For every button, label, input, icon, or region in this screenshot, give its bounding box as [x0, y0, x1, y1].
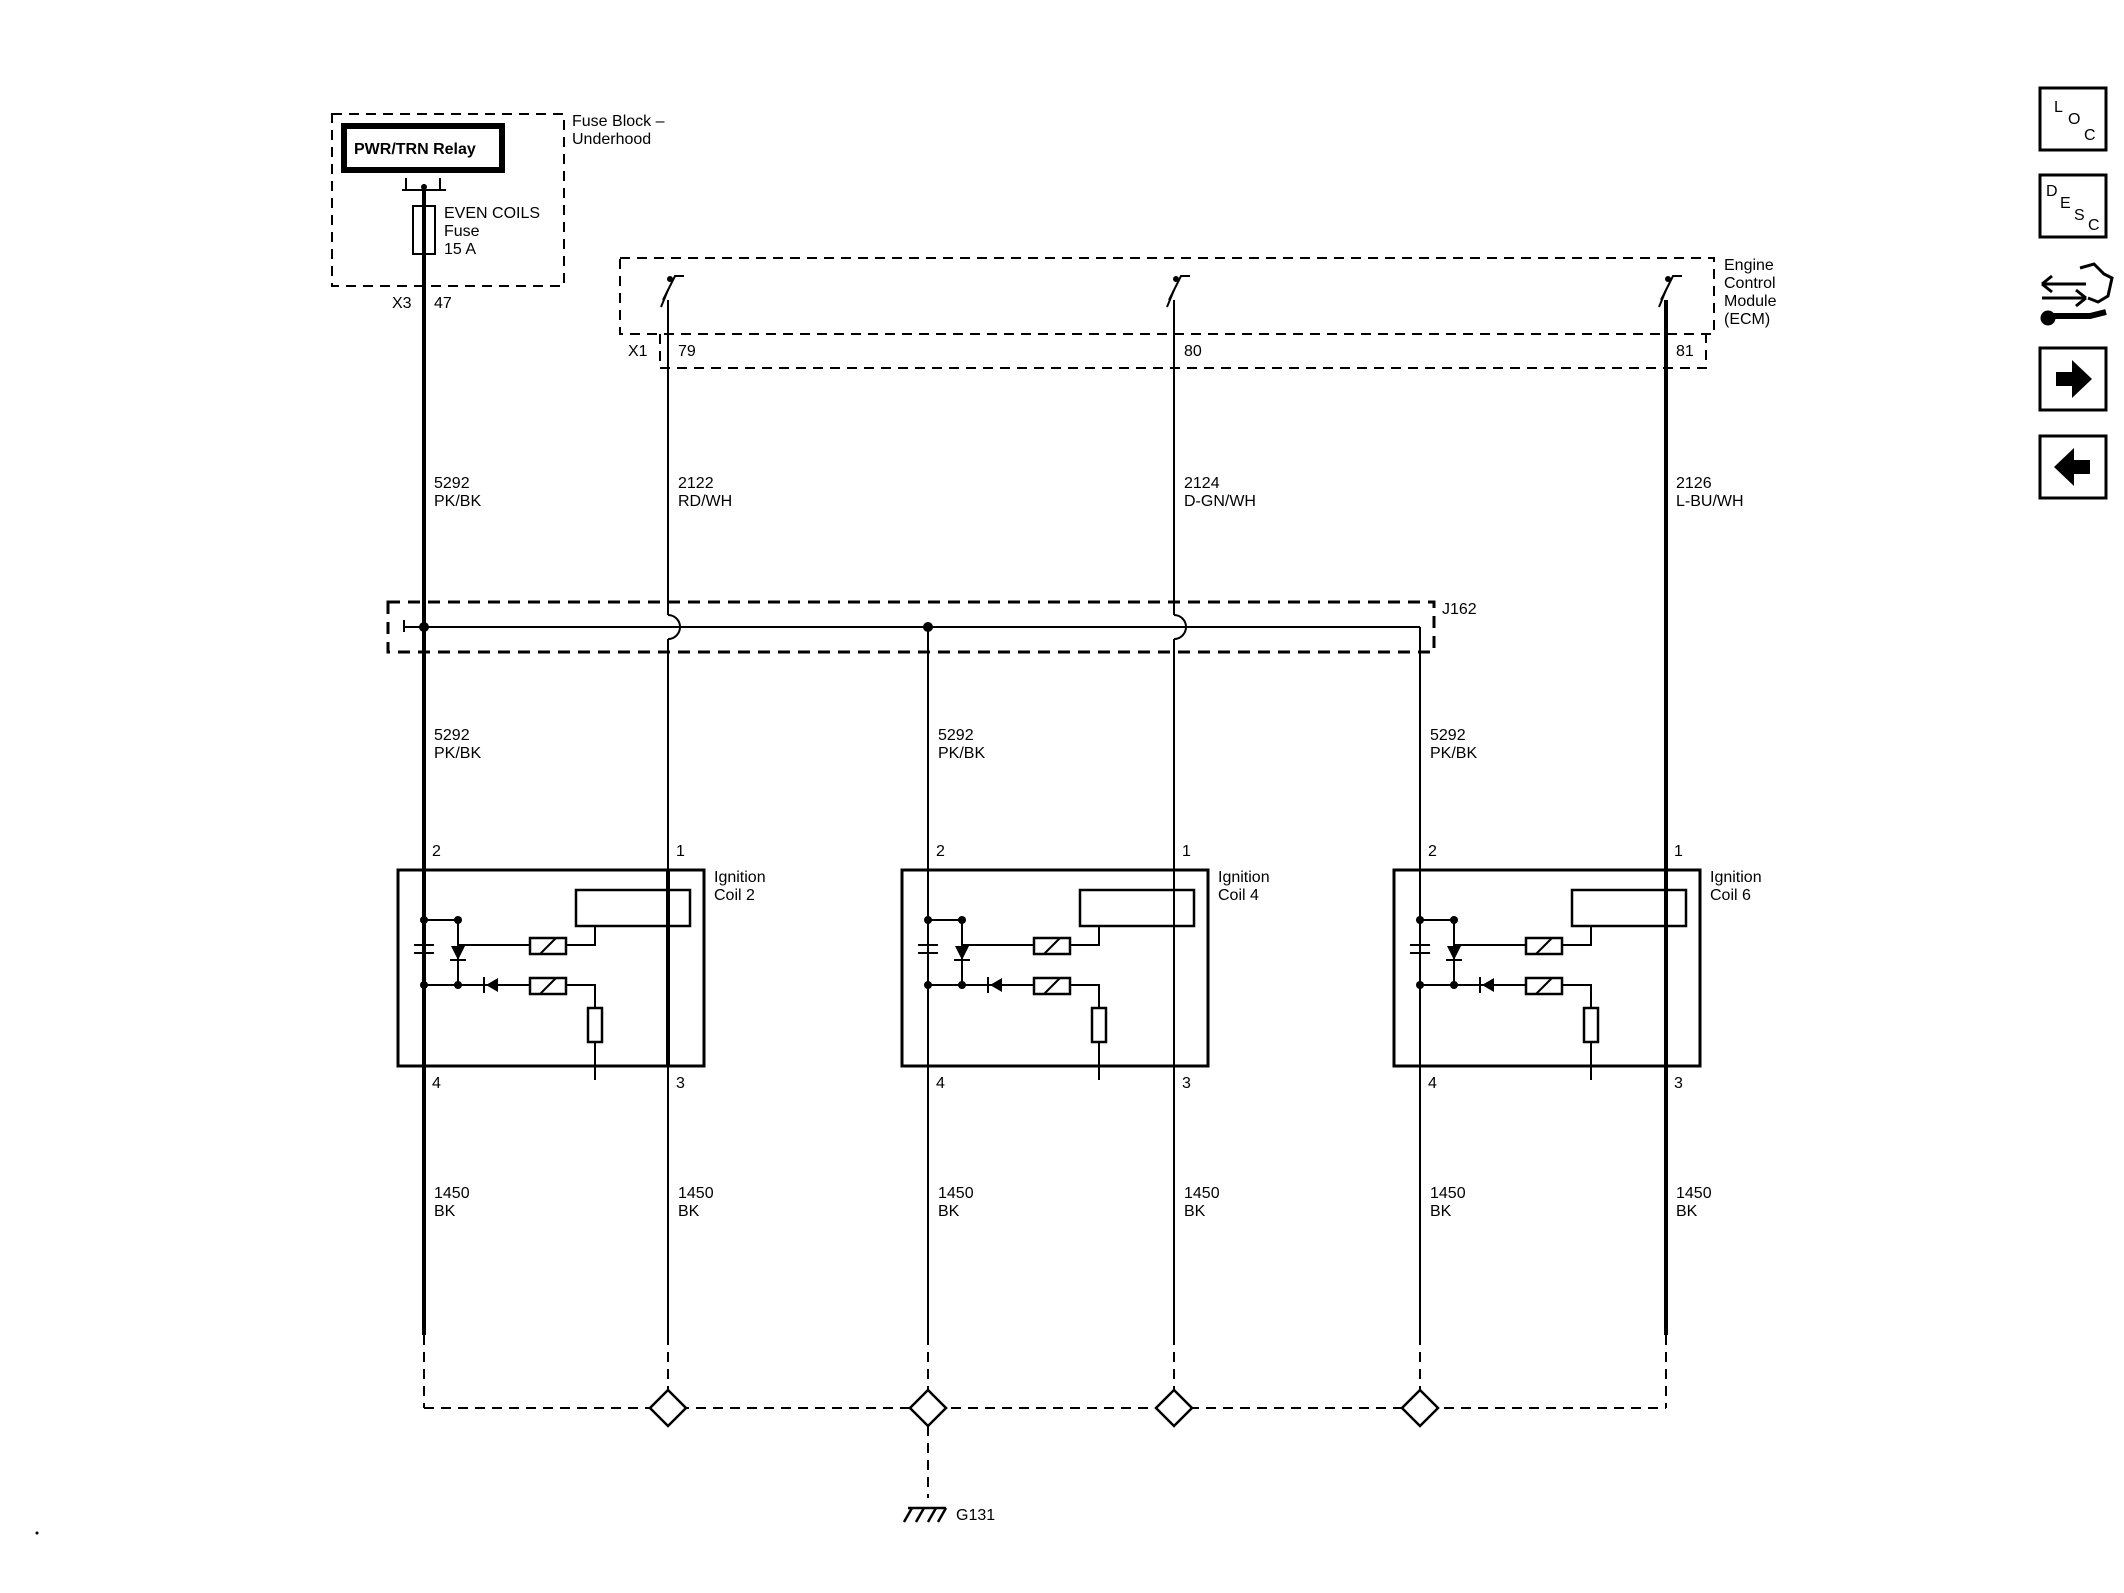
- lower-wire-color: BK: [1184, 1203, 1206, 1220]
- coil-pin: 4: [1428, 1075, 1437, 1092]
- svg-text:E: E: [2060, 195, 2071, 212]
- relay-label: PWR/TRN Relay: [354, 141, 476, 158]
- connector-tool-icon: [2040, 262, 2114, 326]
- lower-wire-circuit: 1450: [434, 1185, 470, 1202]
- lower-wire-circuit: 1450: [1184, 1185, 1220, 1202]
- arrow-right-icon: [2056, 360, 2092, 398]
- fuse-block-title-2: Underhood: [572, 131, 651, 148]
- mid-wire-circuit: 5292: [938, 727, 974, 744]
- wire-2122-color: RD/WH: [678, 493, 732, 510]
- coil-name-2: Coil 6: [1710, 887, 1751, 904]
- ground-label: G131: [956, 1507, 995, 1524]
- coil-name-1: Ignition: [714, 869, 766, 886]
- coil-name-1: Ignition: [1218, 869, 1270, 886]
- coil-pin: 3: [1674, 1075, 1683, 1092]
- mid-wire-labels: 5292 PK/BK 5292 PK/BK 5292 PK/BK: [434, 727, 1477, 762]
- loc-button[interactable]: L O C: [2038, 86, 2108, 152]
- coil-name-1: Ignition: [1710, 869, 1762, 886]
- svg-text:O: O: [2068, 111, 2080, 128]
- svg-text:D: D: [2046, 183, 2058, 200]
- lower-wire-color: BK: [434, 1203, 456, 1220]
- lower-wire-circuit: 1450: [678, 1185, 714, 1202]
- svg-text:C: C: [2088, 217, 2100, 234]
- ground-bus: G131: [423, 1335, 1667, 1524]
- ecm-pin-79: 79: [678, 343, 696, 360]
- lower-wire-color: BK: [1676, 1203, 1698, 1220]
- svg-text:C: C: [2084, 127, 2096, 144]
- coil-pin: 4: [936, 1075, 945, 1092]
- coil-pin: 1: [1674, 843, 1683, 860]
- ecm: Engine Control Module (ECM) X1 79 80 81: [619, 257, 1777, 369]
- ecm-title-3: Module: [1724, 293, 1777, 310]
- coil-pin: 4: [432, 1075, 441, 1092]
- desc-icon: D E S C: [2046, 183, 2100, 234]
- loc-icon: L O C: [2054, 99, 2096, 144]
- svg-text:L: L: [2054, 99, 2063, 116]
- coil-pin: 1: [676, 843, 685, 860]
- wire-5292-color: PK/BK: [434, 493, 481, 510]
- fuse-name-1: EVEN COILS: [444, 205, 540, 222]
- ecm-connector: X1: [628, 343, 648, 360]
- fuse-rating: 15 A: [444, 241, 476, 258]
- coil-name-2: Coil 4: [1218, 887, 1259, 904]
- ecm-title-1: Engine: [1724, 257, 1774, 274]
- wire-5292-circuit: 5292: [434, 475, 470, 492]
- upper-wire-labels: 5292 PK/BK 2122 RD/WH 2124 D-GN/WH 2126 …: [434, 475, 1744, 510]
- fuse-name-2: Fuse: [444, 223, 480, 240]
- coil-name-2: Coil 2: [714, 887, 755, 904]
- lower-wire-circuit: 1450: [1430, 1185, 1466, 1202]
- pwr-trn-relay: [341, 123, 505, 173]
- wire-2122-circuit: 2122: [678, 475, 714, 492]
- fuse-block-title-1: Fuse Block –: [572, 113, 665, 130]
- fuse-connector: X3: [392, 295, 412, 312]
- nav-panel: L O C D E S C: [2038, 86, 2114, 500]
- ignition-coil-4: Ignition Coil 4 2 1 4 3: [900, 843, 1270, 1092]
- lower-wire-color: BK: [1430, 1203, 1452, 1220]
- wire-2126-color: L-BU/WH: [1676, 493, 1744, 510]
- mid-wire-color: PK/BK: [1430, 745, 1477, 762]
- splice-label: J162: [1442, 601, 1477, 618]
- lower-wire-circuit: 1450: [1676, 1185, 1712, 1202]
- coil-pin: 3: [676, 1075, 685, 1092]
- ignition-coil-2: Ignition Coil 2 2 1 4 3: [396, 843, 766, 1092]
- coil-pin: 2: [432, 843, 441, 860]
- lower-wire-circuit: 1450: [938, 1185, 974, 1202]
- coil-pin: 1: [1182, 843, 1191, 860]
- fuse-pin: 47: [434, 295, 452, 312]
- coil-pin: 2: [1428, 843, 1437, 860]
- ecm-pin-81: 81: [1676, 343, 1694, 360]
- ecm-title-4: (ECM): [1724, 311, 1770, 328]
- svg-text:S: S: [2074, 207, 2085, 224]
- lower-wire-color: BK: [678, 1203, 700, 1220]
- connector-tool-button[interactable]: [2040, 262, 2114, 326]
- lower-wire-color: BK: [938, 1203, 960, 1220]
- desc-button[interactable]: D E S C: [2038, 173, 2108, 239]
- mid-wire-circuit: 5292: [434, 727, 470, 744]
- next-button[interactable]: [2038, 346, 2108, 412]
- lower-wire-labels: 1450 BK 1450 BK 1450 BK 1450 BK 1450 BK …: [434, 1185, 1712, 1220]
- wire-2126-circuit: 2126: [1676, 475, 1712, 492]
- splice-j162: J162: [386, 600, 1477, 654]
- previous-button[interactable]: [2038, 434, 2108, 500]
- coil-pin: 3: [1182, 1075, 1191, 1092]
- arrow-left-icon: [2054, 448, 2090, 486]
- mid-wire-color: PK/BK: [434, 745, 481, 762]
- coil-pin: 2: [936, 843, 945, 860]
- wire-2124-circuit: 2124: [1184, 475, 1220, 492]
- ecm-pin-80: 80: [1184, 343, 1202, 360]
- ecm-title-2: Control: [1724, 275, 1776, 292]
- mid-wire-circuit: 5292: [1430, 727, 1466, 744]
- ground-symbol: [902, 1506, 948, 1523]
- mid-wire-color: PK/BK: [938, 745, 985, 762]
- ignition-coil-6: Ignition Coil 6 2 1 4 3: [1392, 843, 1762, 1092]
- wire-2124-color: D-GN/WH: [1184, 493, 1256, 510]
